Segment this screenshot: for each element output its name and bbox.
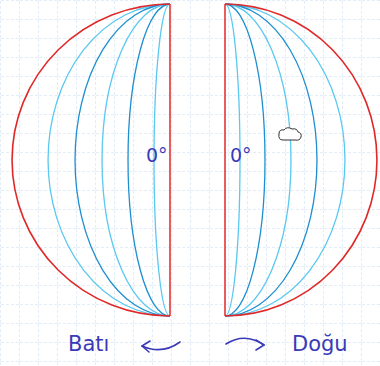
meridian-label: 0° <box>146 146 168 165</box>
direction-label: Doğu <box>292 334 348 355</box>
direction-label: Batı <box>68 334 109 355</box>
meridian-label: 0° <box>230 146 252 165</box>
